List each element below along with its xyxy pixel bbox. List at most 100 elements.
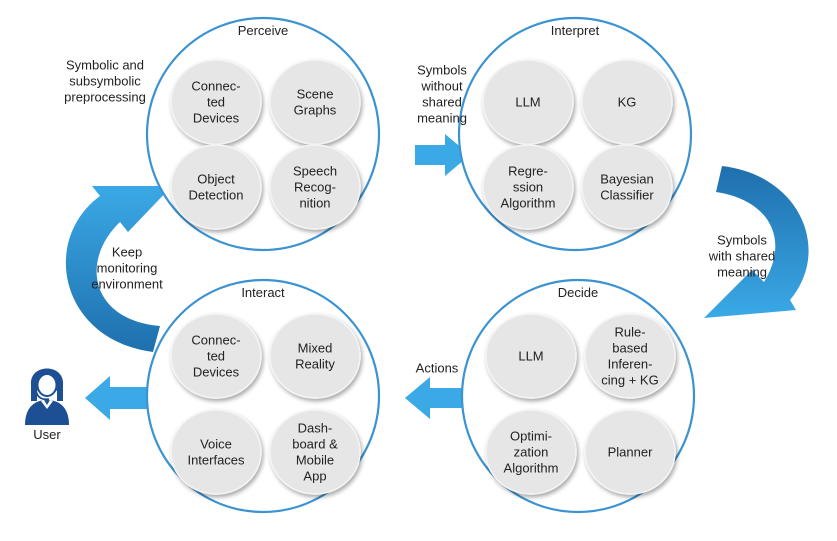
user-icon [25, 368, 69, 425]
arrow-perceive-to-interpret [415, 134, 470, 176]
interpret-node-text-line: Regre- [508, 164, 548, 179]
perceive-node-text-line: Connec- [191, 79, 240, 94]
perceive-title: Perceive [238, 23, 289, 38]
interact-node-bubble [269, 313, 361, 399]
decide-node-text-line: Inferen- [608, 357, 653, 372]
interpret-node-text-line: KG [618, 95, 637, 110]
interact-node-text-line: board & [292, 437, 338, 452]
perceive-node-text-line: nition [299, 196, 330, 211]
perceive-node-bubble [269, 144, 361, 230]
interact-node-text-line: Dash- [298, 421, 333, 436]
perceive-node-text-line: Scene [297, 87, 334, 102]
label-keep-line: environment [91, 277, 163, 292]
curved-arrow-interpret-to-decide [704, 166, 809, 318]
label-symbolic-line: Symbolic and [66, 58, 144, 73]
decide-node: Planner [584, 409, 676, 495]
interact-node-text-line: Mixed [298, 341, 333, 356]
user-label: User [33, 427, 61, 442]
interpret-node-text-line: Classifier [600, 188, 654, 203]
stage-interact: InteractConnec-tedDevicesMixedRealityVoi… [145, 278, 381, 514]
interpret-node-bubble [482, 59, 574, 145]
stage-perceive: PerceiveConnec-tedDevicesSceneGraphsObje… [145, 16, 381, 252]
perceive-node-text-line: Speech [293, 164, 337, 179]
decide-node-text-line: cing + KG [601, 373, 658, 388]
decide-node-text-line: Rule- [614, 325, 645, 340]
label-without-line: Symbols [417, 63, 467, 78]
decide-node-bubble [485, 313, 577, 399]
interpret-node-text-line: ssion [513, 180, 543, 195]
interpret-node-text-line: LLM [515, 95, 540, 110]
decide-node-bubble [584, 409, 676, 495]
interact-node-text-line: Mobile [296, 453, 334, 468]
label-without-line: shared [422, 95, 462, 110]
interact-node-text-line: Interfaces [187, 453, 245, 468]
interact-node-text-line: Devices [193, 365, 240, 380]
perceive-node-text-line: Graphs [294, 103, 337, 118]
label-with-line: meaning [717, 265, 767, 280]
interact-title: Interact [241, 285, 285, 300]
arrow-decide-to-interact [405, 377, 469, 419]
decide-node-text-line: Optimi- [510, 429, 552, 444]
label-without-line: meaning [417, 111, 467, 126]
decide-node-text-line: Algorithm [504, 461, 559, 476]
perceive-node-bubble [269, 59, 361, 145]
perceive-node-text-line: Recog- [294, 180, 336, 195]
label-symbolic-line: subsymbolic [69, 74, 141, 89]
interact-node-bubble [170, 313, 262, 399]
decide-title: Decide [558, 285, 598, 300]
decide-node-text-line: based [612, 341, 647, 356]
decide-node-text-line: Planner [608, 445, 653, 460]
decide-node-text-line: LLM [518, 349, 543, 364]
interpret-node-text-line: Bayesian [600, 172, 653, 187]
label-symbolic-line: preprocessing [64, 90, 146, 105]
interact-node-text-line: Reality [295, 357, 335, 372]
interact-node-text-line: Connec- [191, 333, 240, 348]
perceive-node-text-line: ted [207, 95, 225, 110]
interact-node-bubble [269, 409, 361, 495]
label-actions-line: Actions [416, 361, 459, 376]
decide-node-bubble [584, 313, 676, 399]
perceive-node-text-line: Object [197, 172, 235, 187]
label-keep-line: Keep [112, 245, 142, 260]
perceive-node-bubble [170, 144, 262, 230]
decide-node-bubble [485, 409, 577, 495]
interpret-node: LLM [482, 59, 574, 145]
label-keep-line: monitoring [97, 261, 158, 276]
interpret-node-bubble [581, 144, 673, 230]
label-actions: Actions [416, 361, 459, 376]
label-with-line: with shared [708, 249, 775, 264]
interpret-node: KG [581, 59, 673, 145]
label-without-line: without [420, 79, 463, 94]
perceive-node-bubble [170, 59, 262, 145]
decide-node-text-line: zation [514, 445, 549, 460]
perceive-node-text-line: Detection [189, 188, 244, 203]
interpret-node-text-line: Algorithm [501, 196, 556, 211]
interact-node-bubble [170, 409, 262, 495]
interpret-node-bubble [581, 59, 673, 145]
interact-node-text-line: ted [207, 349, 225, 364]
interact-node-text-line: App [303, 469, 326, 484]
interpret-title: Interpret [551, 23, 600, 38]
decide-node: LLM [485, 313, 577, 399]
arrow-interact-to-user [85, 376, 148, 420]
interact-node-text-line: Voice [200, 437, 232, 452]
label-with-line: Symbols [717, 233, 767, 248]
